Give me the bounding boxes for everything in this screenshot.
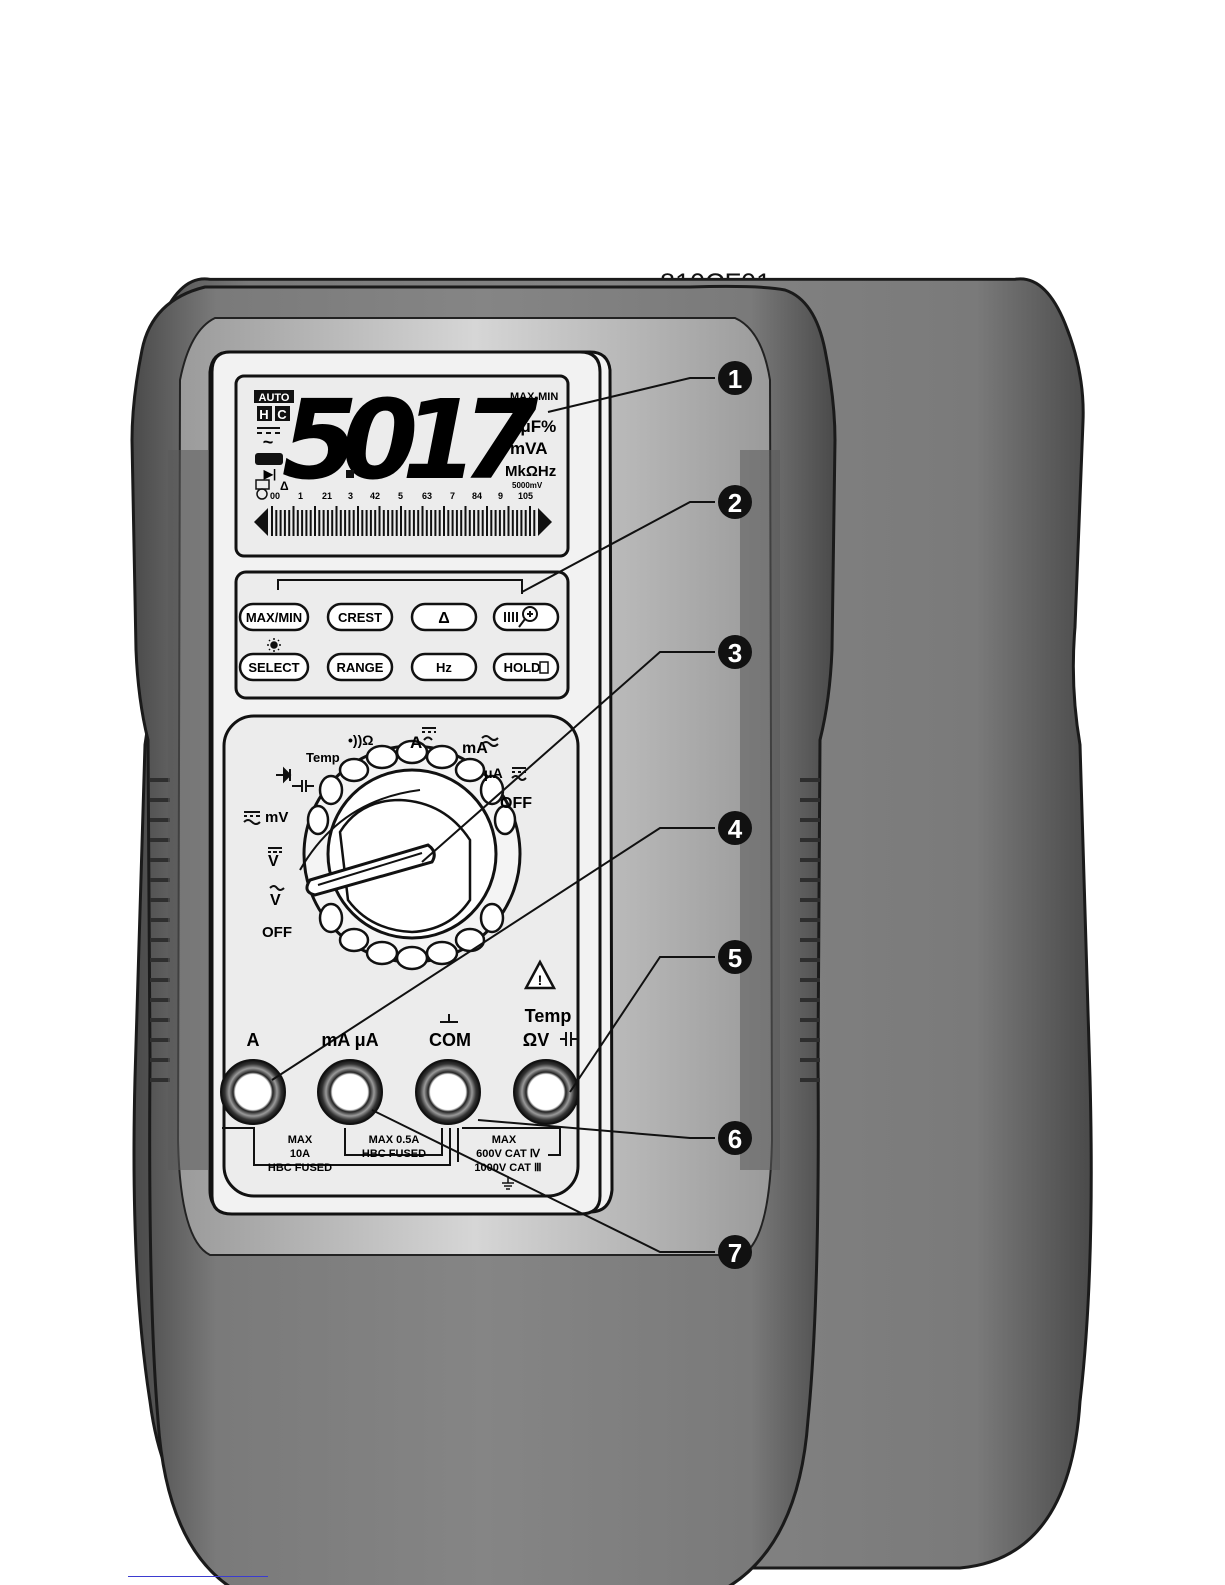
lcd-scale-10: 105 [518,491,533,501]
lcd-scale-6: 63 [422,491,432,501]
lcd-units-row1: nμF% [510,417,556,436]
callout-7: 7 [728,1238,742,1268]
range-label: RANGE [337,660,384,675]
ma-rating-2: HBC FUSED [362,1148,426,1160]
ma-rating-1: MAX 0.5A [369,1134,420,1146]
lcd-scale-2: 21 [322,491,332,501]
jack-ma-ua [318,1060,382,1124]
callout-4: 4 [728,814,743,844]
jack-v-ohm [514,1060,578,1124]
bezel-shadow-left [168,450,208,1170]
relative-label: Δ [438,610,450,627]
jack-a [221,1060,285,1124]
lcd-range-note: 5000mV [512,481,543,490]
lcd-scale-5: 5 [398,491,403,501]
a-rating-1: MAX [288,1134,313,1146]
dial-off-left: OFF [262,924,292,941]
lcd-scale-1: 1 [298,491,303,501]
dial-ohm: •))Ω [348,732,373,748]
dial-microamp: μA [484,765,503,781]
svg-text:!: ! [538,972,543,988]
jack-com-label: COM [429,1030,471,1050]
callout-3: 3 [728,638,742,668]
callout-6: 6 [728,1124,742,1154]
dial-volt-dc: V [268,853,279,870]
lcd-units-row2: mVA [510,439,547,458]
lcd-minus-segment [255,453,283,465]
lcd-h: H [259,407,268,422]
dial-off-right: OFF [500,795,532,812]
dial-millivolt: mV [265,809,288,826]
lcd-decimal-point [346,470,354,478]
select-label: SELECT [248,660,299,675]
callout-1: 1 [728,364,742,394]
max-min-label: MAX/MIN [246,610,302,625]
v-rating-3: 1000V CAT Ⅲ [474,1162,541,1174]
callout-2: 2 [728,488,742,518]
jack-temp-label: Temp [525,1006,572,1026]
jack-ohm-v-label: ΩV [523,1030,549,1050]
dial-amp: A [410,733,422,752]
lcd-scale-9: 9 [498,491,503,501]
dial-volt-ac: V [270,892,281,909]
lcd-scale-0: 00 [270,491,280,501]
v-rating-2: 600V CAT Ⅳ [476,1148,541,1160]
lcd-max-min: MAX-MIN [510,391,558,403]
v-rating-1: MAX [492,1134,517,1146]
lcd-ac-icon: ~ [263,432,274,452]
jack-ma-ua-label: mA μA [321,1030,378,1050]
dial-temp: Temp [306,750,340,765]
hold-label: HOLD [504,660,541,675]
jack-com [416,1060,480,1124]
a-rating-2: 10A [290,1148,310,1160]
lcd-scale-4: 42 [370,491,380,501]
lcd-scale-3: 3 [348,491,353,501]
jack-a-label: A [247,1030,260,1050]
lcd-beep: •)) [512,406,522,417]
footer-rule [128,1576,268,1577]
a-rating-3: HBC FUSED [268,1162,332,1174]
bezel-shadow-right [740,450,780,1170]
lcd-diode-icon: ▶| [263,467,277,481]
lcd-units-row3: MkΩHz [505,463,556,480]
lcd-scale-8: 84 [472,491,482,501]
callout-5: 5 [728,943,742,973]
hz-label: Hz [436,660,452,675]
lcd-scale-7: 7 [450,491,455,501]
crest-label: CREST [338,610,382,625]
